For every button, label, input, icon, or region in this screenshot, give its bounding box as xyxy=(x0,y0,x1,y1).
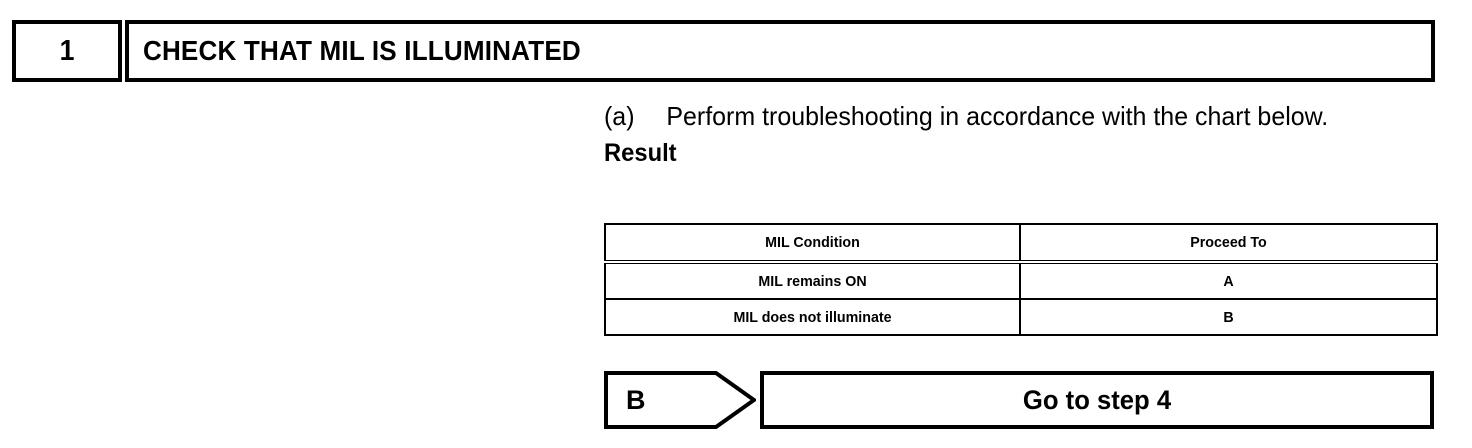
table-header-text: Proceed To xyxy=(1190,234,1267,251)
table-header-row: MIL Condition Proceed To xyxy=(604,223,1438,263)
table-header-text: MIL Condition xyxy=(765,234,860,251)
result-label: Result xyxy=(604,139,677,167)
result-table-wrapper: MIL Condition Proceed To MIL remains ON … xyxy=(604,223,1438,336)
branch-tag-arrow: B xyxy=(604,371,756,429)
table-header-proceed-to: Proceed To xyxy=(1019,223,1438,263)
arrow-right-pentagon-icon xyxy=(604,371,756,429)
step-title-box: CHECK THAT MIL IS ILLUMINATED xyxy=(125,20,1435,82)
goto-label: Go to step 4 xyxy=(1022,384,1172,415)
result-table: MIL Condition Proceed To MIL remains ON … xyxy=(604,223,1438,336)
table-cell-condition: MIL does not illuminate xyxy=(604,298,1021,336)
table-row: MIL does not illuminate B xyxy=(604,298,1438,336)
goto-row: B Go to step 4 xyxy=(604,371,1434,429)
procedure-block: (a) Perform troubleshooting in accordanc… xyxy=(604,100,1436,167)
procedure-text: Perform troubleshooting in accordance wi… xyxy=(666,101,1329,131)
step-number-box: 1 xyxy=(12,20,122,82)
step-header: 1 CHECK THAT MIL IS ILLUMINATED xyxy=(12,20,1435,82)
table-cell-text: MIL does not illuminate xyxy=(733,308,892,326)
table-header-mil-condition: MIL Condition xyxy=(604,223,1021,263)
table-cell-proceed: A xyxy=(1019,260,1438,300)
table-cell-proceed: B xyxy=(1019,298,1438,336)
table-cell-text: MIL remains ON xyxy=(758,272,867,290)
procedure-marker: (a) xyxy=(604,101,635,131)
table-cell-text: A xyxy=(1223,272,1234,290)
table-cell-text: B xyxy=(1223,308,1234,326)
procedure-item-a: (a) Perform troubleshooting in accordanc… xyxy=(604,100,1425,133)
branch-tag-label: B xyxy=(626,384,646,415)
step-title: CHECK THAT MIL IS ILLUMINATED xyxy=(142,35,581,66)
goto-box: Go to step 4 xyxy=(760,371,1434,429)
step-number: 1 xyxy=(59,34,75,67)
table-row: MIL remains ON A xyxy=(604,260,1438,300)
table-cell-condition: MIL remains ON xyxy=(604,260,1021,300)
